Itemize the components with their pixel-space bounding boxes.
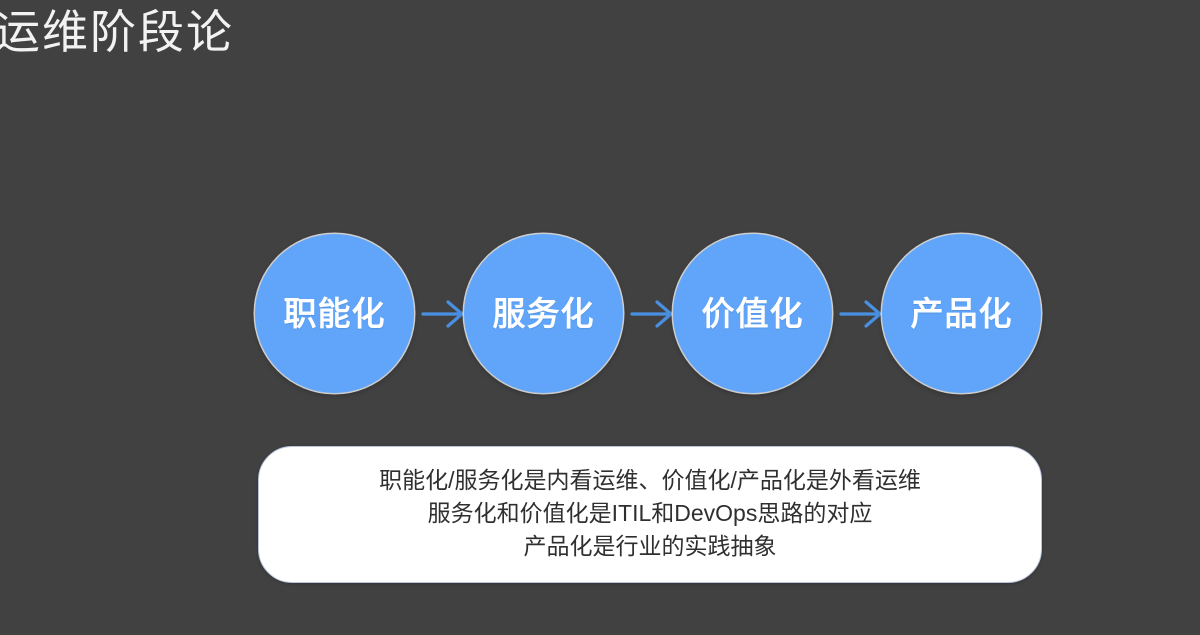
stage-label: 职能化: [283, 295, 386, 332]
arrow-right-icon: [419, 290, 469, 338]
stage-circle-2[interactable]: 服务化: [464, 234, 623, 393]
stage-circle-1[interactable]: 职能化: [255, 234, 414, 393]
stage-label: 产品化: [910, 295, 1013, 332]
summary-line-1: 职能化/服务化是内看运维、价值化/产品化是外看运维: [379, 467, 921, 493]
arrow-right-icon: [837, 290, 887, 338]
stage-label: 服务化: [492, 295, 595, 332]
stage-circle-4[interactable]: 产品化: [882, 234, 1041, 393]
stage-label: 价值化: [701, 295, 804, 332]
summary-line-2: 服务化和价值化是ITIL和DevOps思路的对应: [427, 500, 873, 526]
page-title: 运维阶段论: [0, 7, 234, 58]
summary-callout-box: 职能化/服务化是内看运维、价值化/产品化是外看运维 服务化和价值化是ITIL和D…: [258, 446, 1042, 583]
arrow-right-icon: [628, 290, 678, 338]
stage-flow-diagram: 职能化 服务化 价值化 产品化: [255, 234, 1045, 396]
stage-circle-3[interactable]: 价值化: [673, 234, 832, 393]
summary-line-3: 产品化是行业的实践抽象: [523, 533, 777, 559]
